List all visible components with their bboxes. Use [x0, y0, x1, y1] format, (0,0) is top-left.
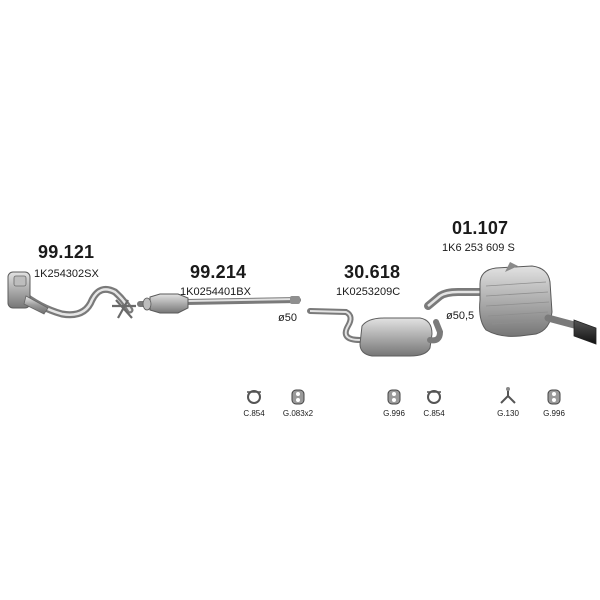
rubber-hanger-icon [387, 389, 401, 405]
part-number-99121: 99.121 [38, 242, 95, 262]
accessory-code: G.996 [543, 409, 565, 418]
part-number-99214: 99.214 [190, 262, 247, 282]
accessory-bracket-hanger: G.130 [486, 386, 530, 418]
oem-number-30618: 1K0253209C [336, 286, 401, 298]
bracket-hanger-icon [500, 387, 516, 404]
accessory-code: G.996 [383, 409, 405, 418]
oem-number-01107: 1K6 253 609 S [442, 242, 515, 254]
rear-silencer [424, 262, 597, 345]
accessory-code: G.130 [497, 409, 519, 418]
accessory-rubber-hanger: G.083x2 [276, 388, 320, 418]
accessory-code: G.083x2 [282, 409, 314, 418]
diameter-label-rear: ø50,5 [446, 310, 475, 322]
rubber-hanger-icon [291, 389, 305, 405]
oem-number-99214: 1K0254401BX [180, 286, 251, 298]
diameter-label-front: ø50 [278, 312, 297, 324]
part-number-01107: 01.107 [452, 218, 509, 238]
accessory-clamp: C.854 [232, 388, 276, 418]
center-silencer [307, 308, 444, 357]
accessory-rubber-hanger: G.996 [532, 388, 576, 418]
accessory-code: C.854 [243, 409, 265, 418]
part-number-30618: 30.618 [344, 262, 401, 282]
oem-number-99121: 1K254302SX [34, 268, 99, 280]
accessory-code: C.854 [423, 409, 445, 418]
middle-catalyst [137, 293, 301, 314]
rubber-hanger-icon [547, 389, 561, 405]
accessory-rubber-hanger: G.996 [372, 388, 416, 418]
clamp-icon [427, 390, 441, 404]
accessory-clamp: C.854 [412, 388, 456, 418]
clamp-icon [247, 390, 261, 404]
front-catalyst-pipe [7, 271, 136, 319]
